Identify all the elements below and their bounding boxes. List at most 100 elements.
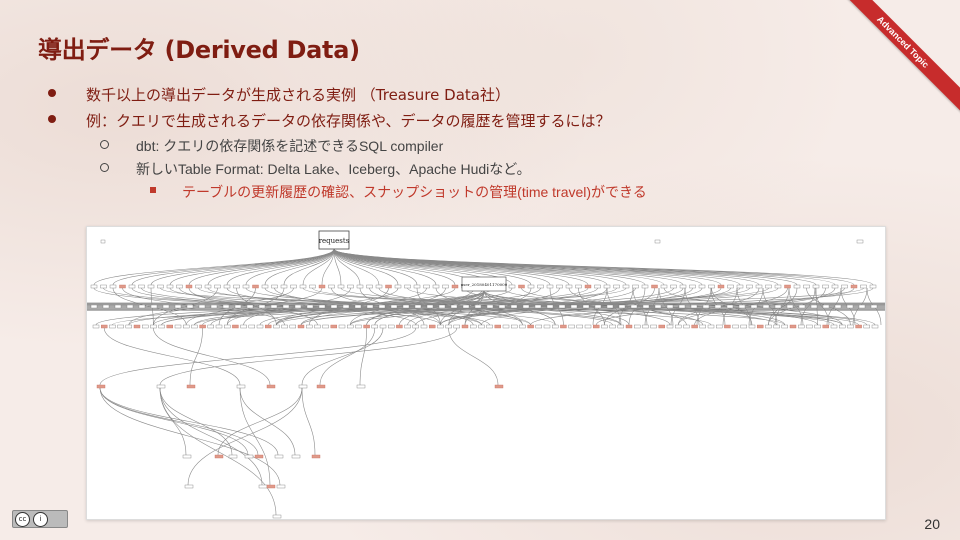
graph-node — [236, 384, 246, 389]
graph-edge — [333, 248, 760, 286]
license-badge: cc i — [12, 510, 68, 528]
graph-node — [282, 304, 290, 309]
graph-edge — [245, 248, 335, 286]
graph-node — [606, 304, 614, 309]
graph-node — [738, 304, 746, 309]
graph-node — [660, 284, 668, 289]
graph-edge — [112, 248, 335, 286]
graph-edge — [632, 287, 648, 326]
graph-node — [642, 324, 649, 329]
graph-node — [814, 324, 821, 329]
page-number: 20 — [924, 516, 940, 532]
graph-node — [678, 304, 686, 309]
graph-node-accent — [133, 324, 141, 329]
sub-bullet-marker — [100, 163, 109, 172]
graph-node-accent — [494, 324, 501, 329]
graph-edge — [302, 248, 335, 286]
graph-node-accent — [527, 324, 534, 329]
graph-node — [244, 454, 254, 459]
sub-bullet-text: dbt: クエリの依存関係を記述できるSQL compiler — [136, 138, 444, 154]
graph-node-accent — [584, 284, 592, 289]
dependency-graph-image: requests user_20180401170000 — [86, 226, 886, 520]
graph-node — [182, 324, 190, 329]
graph-node-accent — [330, 324, 338, 329]
graph-node — [375, 284, 383, 289]
graph-node — [242, 284, 250, 289]
graph-node — [246, 304, 254, 309]
graph-node-accent — [789, 324, 797, 329]
graph-node — [683, 324, 690, 329]
graph-edge — [194, 290, 485, 326]
graph-node — [117, 324, 124, 329]
graph-node-accent — [822, 324, 829, 329]
graph-node — [618, 304, 626, 309]
graph-node — [765, 284, 772, 289]
graph-node — [347, 324, 354, 329]
graph-node-accent — [264, 324, 272, 329]
graph-edge — [762, 287, 778, 326]
graph-edge — [333, 248, 722, 286]
graph-node — [798, 304, 806, 309]
graph-edge — [618, 287, 634, 326]
graph-node — [355, 324, 362, 329]
graph-edge — [670, 287, 686, 326]
graph-edge — [321, 248, 335, 286]
graph-node — [486, 324, 493, 329]
graph-node — [689, 284, 696, 289]
graph-node — [305, 324, 313, 329]
graph-node — [147, 284, 155, 289]
graph-edge — [333, 248, 399, 286]
graph-node — [798, 324, 805, 329]
graph-node — [412, 324, 419, 329]
graph-node — [546, 284, 554, 289]
graph-node-accent — [166, 324, 174, 329]
dependency-graph-svg: requests user_20180401170000 — [87, 230, 885, 519]
graph-edge — [239, 387, 296, 456]
graph-edge — [159, 387, 233, 456]
graph-node — [126, 304, 134, 309]
graph-node-accent — [318, 284, 326, 289]
graph-node — [240, 324, 247, 329]
graph-node — [342, 304, 350, 309]
graph-node — [453, 324, 460, 329]
graph-node — [870, 304, 878, 309]
graph-node — [281, 324, 288, 329]
graph-node — [402, 304, 410, 309]
graph-edge — [93, 248, 335, 286]
graph-edge — [185, 287, 323, 326]
graph-node — [142, 324, 149, 329]
graph-node — [100, 239, 106, 244]
graph-node — [511, 324, 518, 329]
graph-node — [261, 284, 269, 289]
graph-node — [258, 304, 266, 309]
graph-edge — [826, 287, 842, 326]
graph-node — [810, 304, 818, 309]
graph-edge — [359, 327, 367, 386]
graph-edge — [440, 290, 485, 326]
graph-node — [666, 324, 674, 329]
graph-edge — [99, 387, 279, 456]
graph-node — [204, 284, 212, 289]
graph-node — [280, 284, 288, 289]
graph-node — [727, 284, 734, 289]
graph-node — [474, 304, 482, 309]
graph-edge — [169, 248, 335, 286]
graph-edge — [217, 387, 303, 456]
graph-node-accent — [757, 324, 764, 329]
graph-node-accent — [119, 284, 126, 289]
graph-node-accent — [784, 284, 791, 289]
graph-node — [839, 324, 846, 329]
graph-node — [846, 304, 854, 309]
graph-node-accent — [266, 484, 276, 489]
graph-edge — [141, 287, 490, 326]
graph-node-accent — [363, 324, 370, 329]
graph-edge — [264, 248, 335, 286]
graph-node — [306, 304, 314, 309]
graph-node — [102, 304, 110, 309]
graph-node-accent — [560, 324, 567, 329]
graph-node-accent — [396, 324, 403, 329]
graph-node — [166, 284, 174, 289]
graph-node — [510, 304, 518, 309]
graph-node-accent — [199, 324, 206, 329]
graph-edge — [658, 287, 674, 326]
